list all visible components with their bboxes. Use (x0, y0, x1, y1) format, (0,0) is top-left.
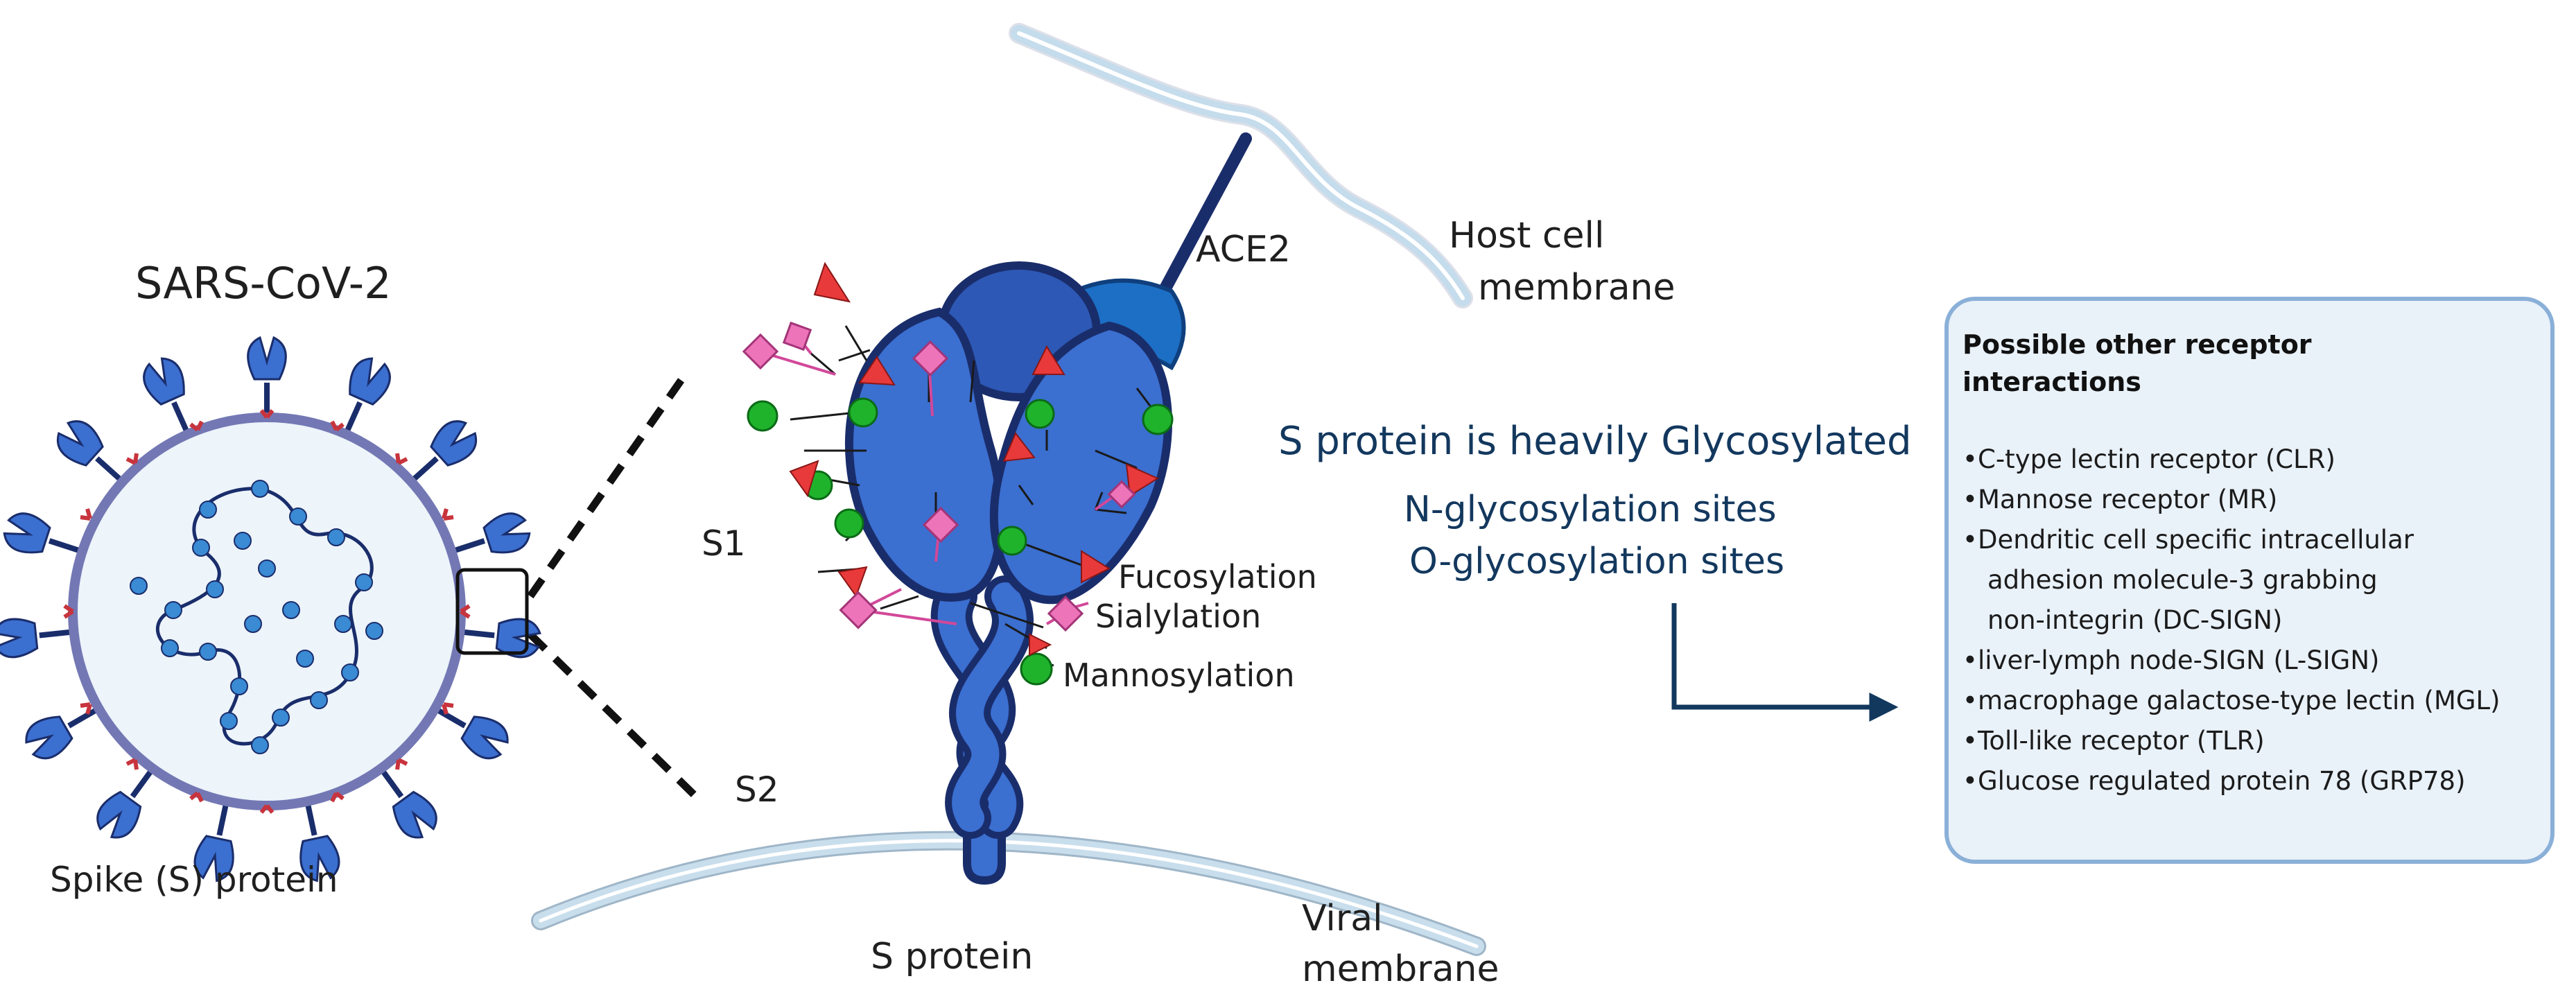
ace2-label: ACE2 (1196, 229, 1291, 270)
s-protein-label: S protein (871, 936, 1034, 978)
mannosylation-label: Mannosylation (1063, 657, 1295, 694)
receptor-item: liver-lymph node-SIGN (L-SIGN) (1963, 641, 2530, 681)
glycosylation-heading: S protein is heavily Glycosylated (1278, 419, 1912, 464)
receptor-item: Glucose regulated protein 78 (GRP78) (1963, 761, 2530, 801)
receptor-box-title-line2: interactions (1963, 367, 2141, 397)
spike-protein-label: Spike (S) protein (50, 860, 338, 900)
receptor-item-text: Mannose receptor (MR) (1978, 485, 2278, 514)
receptor-box-title-line1: Possible other receptor (1963, 329, 2312, 360)
receptor-item: Toll-like receptor (TLR) (1963, 721, 2530, 761)
rna-genome (130, 480, 383, 754)
receptor-item: Dendritic cell specific intracellular ad… (1963, 520, 2530, 641)
receptor-item-text: liver-lymph node-SIGN (L-SIGN) (1978, 645, 2380, 675)
n-glycosylation-label: N-glycosylation sites (1404, 489, 1777, 530)
viral-membrane-label-line1: Viral (1302, 898, 1383, 939)
receptor-list: C-type lectin receptor (CLR) Mannose rec… (1963, 440, 2530, 801)
membrane-proteins (63, 409, 471, 814)
receptor-box-title: Possible other receptor interactions (1963, 326, 2530, 401)
s1-label: S1 (702, 523, 746, 564)
glycans (742, 261, 1174, 686)
zoom-box (455, 568, 529, 655)
sars-cov-2-virion (0, 336, 541, 883)
receptor-item: macrophage galactose-type lectin (MGL) (1963, 681, 2530, 721)
o-glycosylation-label: O-glycosylation sites (1409, 541, 1785, 582)
receptor-item-text: Dendritic cell specific intracellular (1978, 525, 2414, 555)
receptor-interactions-box: Possible other receptor interactions C-t… (1944, 297, 2555, 864)
s2-label: S2 (735, 770, 779, 810)
zoom-lines (527, 375, 703, 803)
receptor-item: Mannose receptor (MR) (1963, 480, 2530, 520)
receptor-item-text: Toll-like receptor (TLR) (1978, 726, 2265, 756)
flow-arrow (1671, 603, 1899, 722)
receptor-item-text: Glucose regulated protein 78 (GRP78) (1978, 766, 2466, 796)
fucosylation-label: Fucosylation (1118, 558, 1317, 596)
virus-title: SARS-CoV-2 (135, 258, 392, 309)
host-membrane-label-line2: membrane (1478, 267, 1676, 309)
receptor-item-text: C-type lectin receptor (CLR) (1978, 444, 2335, 474)
receptor-item: C-type lectin receptor (CLR) (1963, 440, 2530, 480)
host-membrane-label-line1: Host cell (1449, 215, 1605, 257)
receptor-item-continuation: adhesion molecule-3 grabbing non-integri… (1987, 565, 2378, 635)
spike-proteins (0, 336, 541, 883)
host-cell-membrane (1009, 23, 1473, 309)
viral-membrane-label-line2: membrane (1302, 948, 1499, 990)
receptor-item-text: macrophage galactose-type lectin (MGL) (1978, 686, 2500, 715)
sialylation-label: Sialylation (1095, 598, 1262, 635)
